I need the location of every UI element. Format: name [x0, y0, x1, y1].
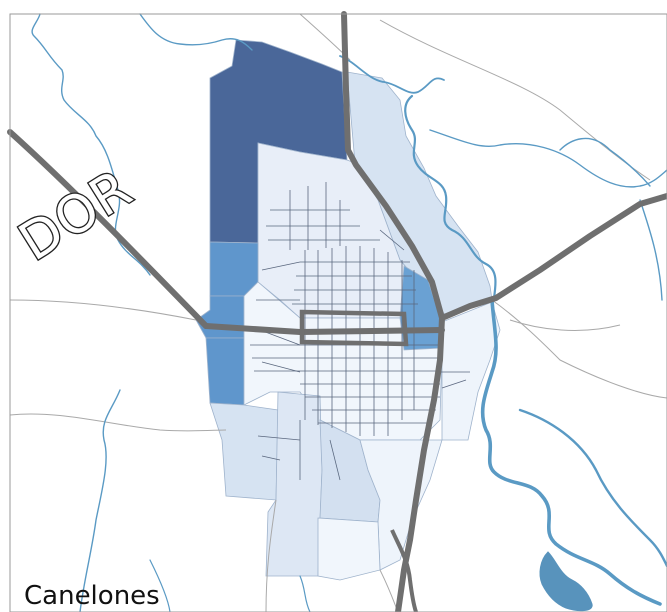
- river-southwest-inner: [149, 559, 171, 612]
- map-border: [9, 13, 667, 612]
- district-west-upper[interactable]: [209, 241, 259, 297]
- district-south-bottom[interactable]: [317, 517, 381, 581]
- center-loop-road: [299, 309, 409, 347]
- road-south-split: [390, 529, 418, 612]
- choropleth-districts: [195, 39, 501, 581]
- highway-northwest: [7, 129, 209, 329]
- lake: [539, 551, 593, 612]
- river-east-branch: [429, 129, 667, 188]
- river-west-lower: [79, 389, 121, 612]
- river-right-edge: [639, 199, 663, 301]
- river-north-loop: [139, 13, 253, 51]
- highway-east: [439, 193, 667, 321]
- river-upper-ne: [339, 55, 445, 94]
- river-southeast-main: [480, 298, 662, 606]
- river-south-center: [299, 575, 311, 612]
- river-east-main: [404, 94, 497, 300]
- place-label-canelones: Canelones: [24, 581, 160, 611]
- highway-north: [341, 11, 445, 321]
- river-far-east: [559, 137, 651, 187]
- major-roads: [7, 11, 667, 612]
- highway-south: [395, 315, 445, 612]
- river-far-east-lower: [518, 408, 667, 568]
- district-west-lower[interactable]: [205, 337, 245, 406]
